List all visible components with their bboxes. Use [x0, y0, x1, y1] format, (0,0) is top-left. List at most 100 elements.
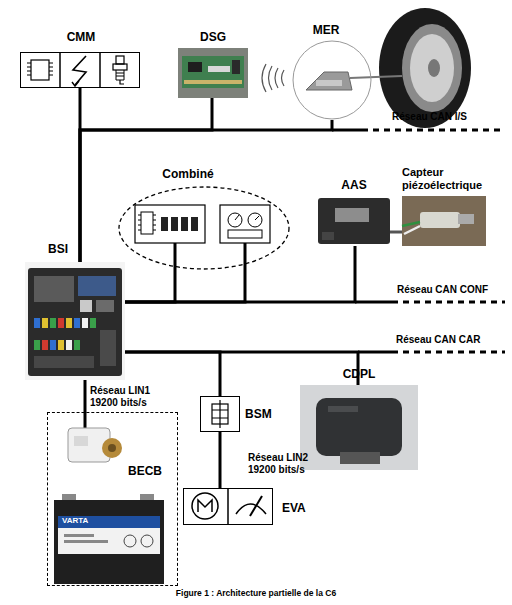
network-line	[390, 231, 402, 234]
cdpl-photo	[300, 385, 418, 470]
battery-sensor	[68, 412, 122, 462]
sensor-photo: Capteur piézoélectrique	[402, 196, 486, 246]
battery-photo	[64, 534, 94, 537]
aas-photo	[335, 208, 369, 222]
bsm-symbol	[212, 410, 228, 418]
battery-photo	[64, 540, 108, 543]
eva-symbols	[183, 488, 273, 525]
bsi-photo	[58, 318, 64, 328]
bsi-photo	[74, 318, 80, 328]
battery-photo	[124, 535, 136, 547]
bus-extension	[358, 351, 392, 354]
bsi-photo	[50, 340, 56, 350]
cluster-displays	[174, 243, 177, 270]
dsg-photo	[184, 80, 242, 84]
dsg-photo	[178, 48, 248, 98]
cdpl-photo	[328, 406, 358, 412]
module-photo: AAS	[318, 196, 390, 246]
cluster-displays	[161, 217, 168, 231]
bsi-photo	[78, 276, 116, 296]
cmm-symbols	[120, 80, 124, 84]
bsi-photo: BSI	[25, 262, 125, 380]
node-heading: BSM	[245, 408, 285, 422]
eva-symbols	[183, 488, 273, 525]
cmm-symbols	[27, 63, 53, 75]
actuator-box: EVA	[183, 488, 273, 525]
network-line	[80, 120, 332, 262]
pressure-sensor	[350, 76, 402, 78]
node-heading: AAS	[318, 179, 390, 193]
brand-mark: VARTA	[62, 516, 122, 525]
network-label: Réseau LIN2 19200 bits/s	[248, 452, 318, 475]
node-heading: Combiné	[138, 168, 238, 182]
eva-symbols	[198, 500, 212, 512]
cluster-displays	[220, 205, 270, 243]
piezo-sensor-photo	[402, 196, 486, 246]
cluster-displays	[181, 217, 188, 231]
bsi-photo	[90, 318, 96, 328]
wireless-waves	[275, 68, 278, 88]
aas-photo	[318, 198, 390, 244]
battery-photo	[58, 516, 160, 528]
bsi-photo	[74, 340, 80, 350]
cluster-displays	[235, 215, 259, 220]
bsm-symbol	[200, 396, 240, 432]
tyre-photo	[402, 24, 462, 112]
cmm-symbols	[73, 56, 86, 85]
dsg-photo	[182, 56, 244, 88]
dsg-photo	[178, 48, 248, 98]
battery-sensor	[102, 438, 122, 458]
bsm-symbol	[200, 396, 240, 432]
wireless-waves	[269, 66, 273, 90]
aas-photo	[318, 198, 390, 244]
bsi-photo	[25, 262, 125, 380]
bus-extension	[332, 129, 362, 132]
cdpl-photo	[316, 398, 402, 456]
cmm-symbols	[116, 70, 124, 80]
network-line	[125, 270, 175, 302]
network-line	[84, 380, 87, 412]
cluster-displays	[138, 215, 156, 230]
sensor-circle: MER	[292, 40, 372, 120]
piezo-sensor-photo	[420, 212, 460, 228]
pressure-sensor	[306, 72, 402, 90]
dashed-ellipse-outline	[118, 186, 290, 270]
dsg-photo	[188, 62, 202, 72]
network-line	[125, 270, 245, 302]
node-heading: CMM	[21, 31, 141, 45]
network-line	[125, 352, 358, 385]
cluster-displays	[191, 217, 198, 231]
dsg-photo	[208, 66, 230, 72]
network-line	[125, 246, 355, 302]
wireless-waves	[282, 70, 285, 86]
tyre-photo	[379, 8, 471, 128]
node-heading: BSI	[48, 243, 88, 257]
piezo-sensor-photo	[402, 222, 420, 226]
bsi-photo	[34, 340, 40, 350]
bus-extension	[362, 129, 505, 132]
dashed-ellipse	[119, 187, 289, 269]
bsi-photo	[42, 318, 48, 328]
pressure-sensor	[306, 72, 352, 90]
bsi-photo	[82, 318, 88, 328]
node-heading: MER	[286, 24, 366, 38]
cmm-symbols	[20, 52, 140, 88]
bus-name: Réseau CAN CAR	[396, 334, 510, 346]
battery-photo	[54, 494, 164, 584]
battery-group: BECB	[47, 412, 178, 586]
module-photo: CDPL	[300, 385, 418, 470]
eva-symbols	[192, 493, 218, 519]
network-line	[79, 88, 82, 262]
battery-sensor	[84, 412, 87, 430]
aas-photo	[322, 232, 334, 240]
cmm-symbols	[72, 81, 79, 86]
wireless-waves	[262, 64, 284, 92]
bus-extension	[392, 351, 505, 354]
eva-symbols	[227, 488, 229, 525]
module-photo: DSG	[178, 48, 248, 98]
bus-extension	[392, 301, 505, 304]
